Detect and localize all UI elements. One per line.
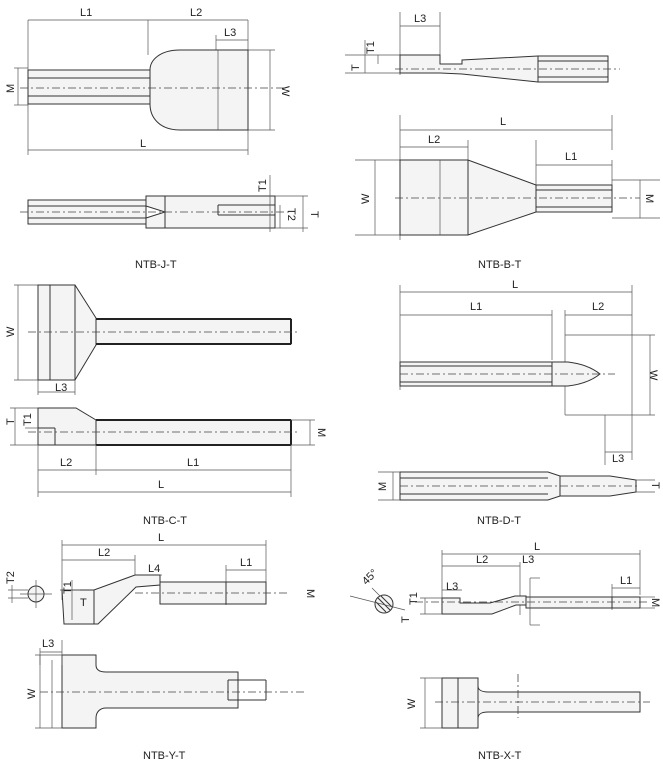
label-m: M xyxy=(377,482,389,491)
label-l2: L2 xyxy=(190,7,202,19)
label-l2: L2 xyxy=(428,134,440,146)
caption: NTB-C-T xyxy=(143,515,187,527)
label-l: L xyxy=(500,116,506,128)
label-l4: L4 xyxy=(148,563,160,575)
label-l3: L3 xyxy=(42,638,54,650)
label-t2: T2 xyxy=(285,208,297,221)
label-t1: T1 xyxy=(257,179,269,192)
label-l: L xyxy=(140,138,146,150)
figure-ntb-x-t: L L2 L3 45° L3 L1 T1 T M W NTB-X-T xyxy=(349,541,661,762)
figure-ntb-d-t: L L1 L2 W L3 M T NTB-D-T xyxy=(377,279,661,527)
label-l: L xyxy=(534,541,540,553)
figure-ntb-y-t: L L2 L4 L1 T2 T1 T M L3 W NTB-Y-T xyxy=(5,532,316,762)
label-l: L xyxy=(512,279,518,291)
label-t: T xyxy=(308,211,320,218)
label-l1: L1 xyxy=(470,301,482,313)
caption: NTB-Y-T xyxy=(143,750,186,762)
label-l1: L1 xyxy=(240,557,252,569)
label-l3-top: L3 xyxy=(522,554,534,566)
label-w: W xyxy=(5,326,17,337)
label-l1: L1 xyxy=(565,151,577,163)
label-l1: L1 xyxy=(80,7,92,19)
label-l2: L2 xyxy=(60,457,72,469)
label-t: T xyxy=(80,597,87,609)
label-t1: T1 xyxy=(22,413,34,426)
label-m: M xyxy=(315,428,327,437)
label-t: T xyxy=(649,482,661,489)
label-l3: L3 xyxy=(55,382,67,394)
label-l1: L1 xyxy=(187,457,199,469)
label-l1: L1 xyxy=(620,575,632,587)
caption: NTB-J-T xyxy=(135,259,177,271)
figure-ntb-c-t: W L3 T T1 M L2 L1 L NTB-C-T xyxy=(5,284,327,527)
label-w: W xyxy=(26,688,38,699)
label-t1: T1 xyxy=(365,41,377,54)
label-t2: T2 xyxy=(5,571,17,584)
figure-ntb-b-t: L3 T1 T L L2 L1 W M NTB-B-T xyxy=(345,12,660,271)
label-t1: T1 xyxy=(62,581,74,594)
label-l2: L2 xyxy=(476,554,488,566)
label-t: T xyxy=(400,616,412,623)
caption: NTB-D-T xyxy=(477,515,521,527)
label-l3: L3 xyxy=(224,27,236,39)
label-w: W xyxy=(647,370,659,381)
label-l: L xyxy=(158,479,164,491)
label-t: T xyxy=(5,418,17,425)
label-l2: L2 xyxy=(592,301,604,313)
label-l: L xyxy=(158,532,164,544)
label-m: M xyxy=(643,194,655,203)
label-w: W xyxy=(360,193,372,204)
caption: NTB-X-T xyxy=(478,750,522,762)
label-m: M xyxy=(5,84,17,93)
label-l3: L3 xyxy=(446,581,458,593)
label-w: W xyxy=(279,86,291,97)
caption: NTB-B-T xyxy=(478,259,522,271)
label-t1: T1 xyxy=(408,592,420,605)
label-l3: L3 xyxy=(612,453,624,465)
label-l3: L3 xyxy=(414,13,426,25)
label-l2: L2 xyxy=(98,547,110,559)
label-w: W xyxy=(406,698,418,709)
label-m: M xyxy=(649,598,661,607)
label-t: T xyxy=(350,64,362,71)
label-m: M xyxy=(304,589,316,598)
figure-ntb-j-t: L1 L2 L3 M W L T1 T2 T NTB-J-T xyxy=(5,7,320,271)
label-angle: 45° xyxy=(360,567,380,587)
